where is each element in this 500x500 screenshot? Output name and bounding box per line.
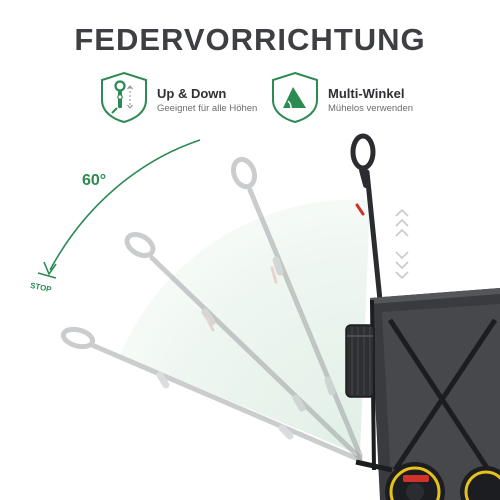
angle-value: 60°: [82, 172, 107, 189]
angle-sector: [120, 199, 370, 455]
rear-wheel: [460, 466, 500, 500]
heading: FEDERVORRICHTUNG: [74, 22, 426, 57]
arrow-head-icon: [43, 261, 57, 276]
feature-multi-angle: Multi-Winkel Mühelos verwenden: [268, 70, 438, 124]
brake-pedal: [403, 475, 429, 482]
main-handle: [350, 133, 383, 303]
feature-subtitle: Geeignet für alle Höhen: [157, 103, 258, 114]
handle-joint: [355, 459, 393, 473]
feature-title: Up & Down: [157, 86, 227, 101]
ghost-handle-mid-low: [124, 232, 363, 461]
angle-arc: [49, 139, 201, 271]
up-down-chevrons-icon: [395, 208, 409, 280]
angle-icon: [272, 71, 318, 124]
ghost-handle-low: [60, 326, 363, 463]
ghost-handle-mid-high: [230, 156, 363, 458]
wagon: [345, 288, 500, 500]
feature-title: Multi-Winkel: [328, 86, 405, 101]
stop-marker: [37, 272, 57, 279]
handle-up-down-icon: [101, 71, 147, 124]
feature-up-down: Up & Down Geeignet für alle Höhen: [97, 70, 267, 124]
feature-subtitle: Mühelos verwenden: [328, 103, 414, 114]
